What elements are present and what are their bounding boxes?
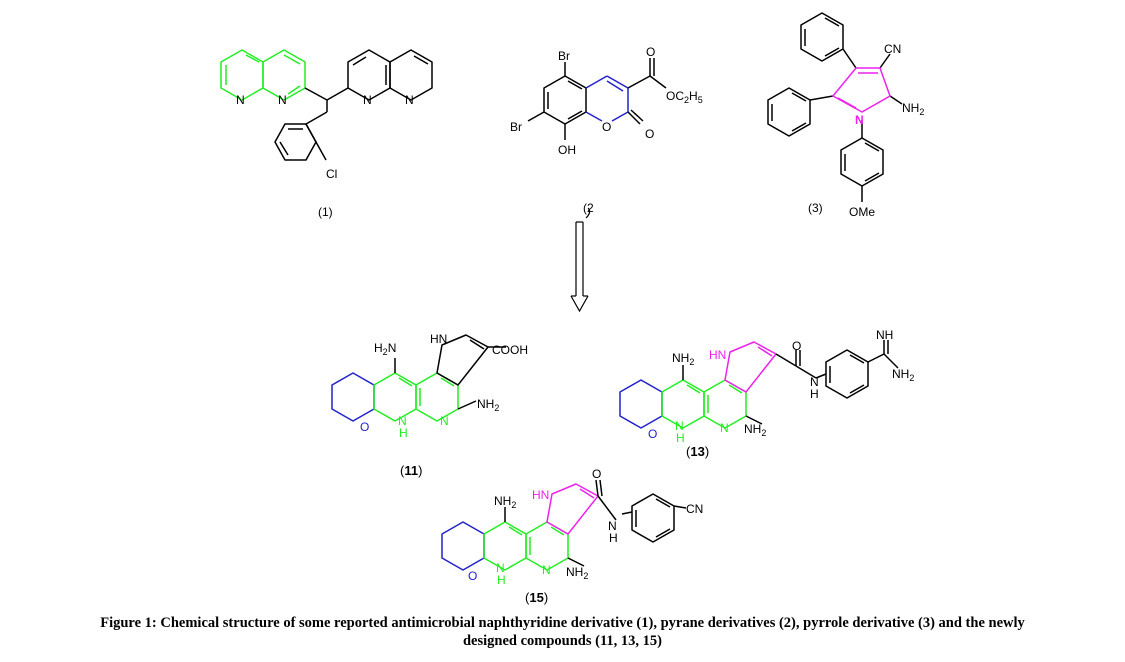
compound-15-pyrrole-nh: HN [532, 488, 549, 502]
pyrrole-ring [724, 341, 777, 393]
compound-1-n2: N [278, 93, 287, 107]
compound-3-ring-nitrogen: N [855, 113, 864, 127]
compound-15-amide-n: N [608, 519, 617, 533]
compound-1-id: (1) [318, 205, 333, 219]
compound-2-bromo-top: Br [558, 49, 570, 63]
compound-2-carbonyl-oxygen: O [645, 127, 654, 141]
phenyl-ring-left [767, 87, 811, 137]
compound-13-amide-n: N [810, 375, 819, 389]
compound-2-structure [527, 58, 667, 140]
naphthyridine-ring-right [347, 49, 433, 101]
compound-11-amino-top: H2N [374, 341, 396, 357]
compound-13-ring-h: H [676, 431, 685, 445]
compound-2-ester-oxygen: O [646, 45, 655, 59]
compound-11-ring-n: N [398, 414, 407, 428]
compound-15-ring-n: N [496, 561, 505, 575]
benzamidine-ring [825, 349, 869, 399]
compound-13-ring-n: N [675, 419, 684, 433]
compound-2-hydroxy: OH [558, 143, 576, 157]
compound-3-id: (3) [808, 201, 823, 215]
compound-13-amidine-amino: NH2 [892, 367, 914, 383]
compound-2-ring-oxygen: O [602, 120, 611, 134]
compound-15-amide-h: H [609, 531, 618, 545]
compound-1-n3: N [363, 93, 372, 107]
pyrrole-ring [546, 483, 599, 535]
compound-15-amino: NH2 [566, 565, 588, 581]
caption-line-2: designed compounds (11, 13, 15) [462, 633, 662, 649]
caption-line-1: Figure 1: Chemical structure of some rep… [100, 615, 1025, 631]
compound-13-amide-h: H [810, 387, 819, 401]
compound-13-id: (13) [686, 444, 709, 459]
pyrrole-ring [394, 334, 506, 410]
compound-15-amino-top: NH2 [494, 494, 516, 510]
compound-11-carboxy: COOH [492, 343, 528, 357]
pyran-ring [619, 379, 663, 429]
compound-11-pyrrole-nh: HN [430, 332, 447, 346]
pyrrole-ring [832, 67, 891, 113]
compound-1-structure [220, 49, 433, 161]
pyran-ring [441, 521, 485, 571]
naphthyridine-ring-left [220, 49, 306, 101]
design-arrow [570, 207, 591, 313]
compound-13-amino: NH2 [744, 422, 766, 438]
phenyl-ring-top [800, 12, 844, 62]
compound-15-pyridine-n: N [542, 563, 551, 577]
pyranone-ring [585, 75, 629, 122]
compound-11-amino: NH2 [477, 397, 499, 413]
compound-11-ring-h: H [399, 426, 408, 440]
compound-13-amino-top: NH2 [672, 351, 694, 367]
compound-15-structure [441, 479, 687, 571]
compound-2-ester-group: OC2H5 [666, 89, 703, 105]
compound-13-imine: NH [876, 328, 893, 342]
compound-15-cyano: CN [686, 502, 703, 516]
compound-1-n4: N [405, 93, 414, 107]
compound-11-id: (11) [400, 463, 422, 478]
cyanophenyl-ring [631, 493, 675, 543]
benzene-ring [543, 75, 587, 125]
compound-3-structure [767, 12, 903, 202]
compound-13-pyridine-n: N [720, 421, 729, 435]
compound-3-cyano: CN [884, 42, 901, 56]
compound-15-id: (15) [525, 590, 548, 605]
compound-3-methoxy: OMe [849, 205, 875, 219]
compound-15-ring-h: H [497, 573, 506, 587]
compound-3-amino: NH2 [902, 101, 924, 117]
compound-11-pyridine-n: N [440, 414, 449, 428]
compound-15-amide-oxygen: O [592, 467, 601, 481]
compound-13-amide-oxygen: O [792, 339, 801, 353]
compound-11-structure [331, 334, 506, 422]
compound-15-pyran-oxygen: O [468, 569, 477, 583]
compound-1-chloro: Cl [326, 167, 337, 181]
compound-11-pyran-oxygen: O [360, 420, 369, 434]
pyran-ring [331, 372, 375, 422]
compound-1-n1: N [236, 93, 245, 107]
figure-caption: Figure 1: Chemical structure of some rep… [0, 614, 1125, 650]
methoxyphenyl-ring [840, 137, 884, 187]
compound-13-structure [619, 340, 899, 429]
compound-13-pyran-oxygen: O [648, 427, 657, 441]
compound-2-bromo-left: Br [510, 120, 522, 134]
compound-13-pyrrole-nh: HN [709, 348, 726, 362]
